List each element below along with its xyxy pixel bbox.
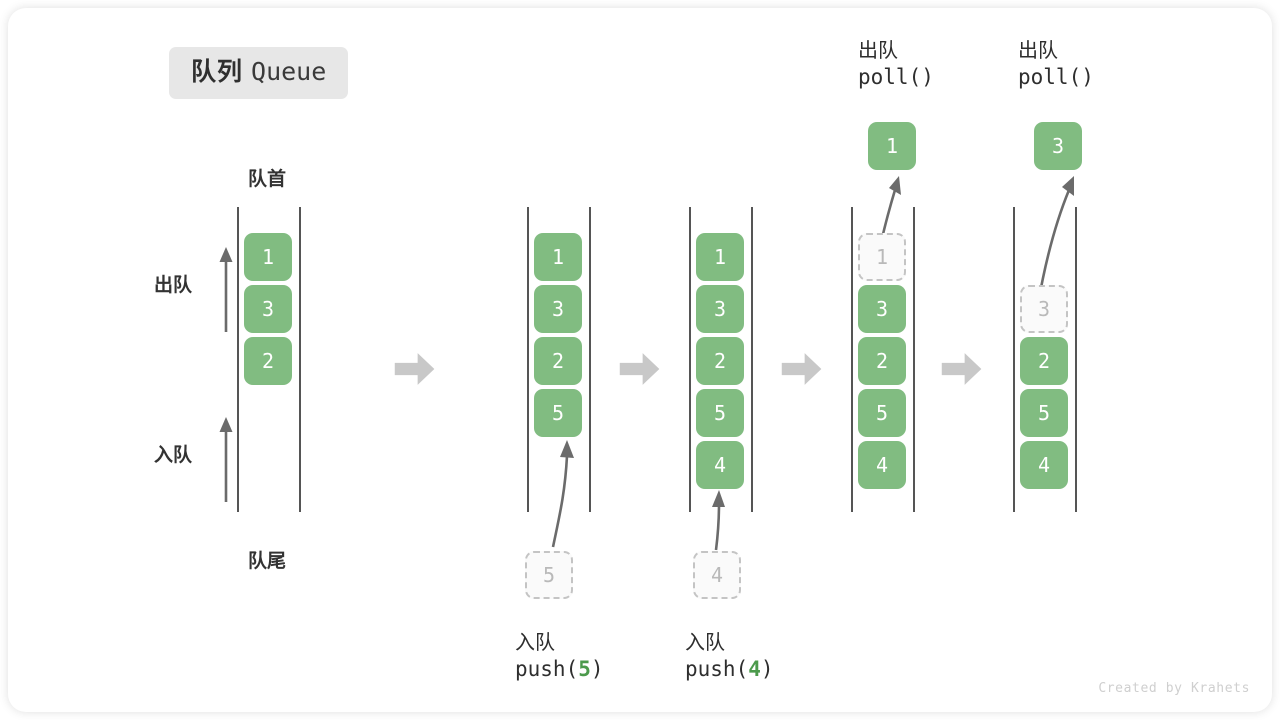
operation-label-cn: 入队 (685, 632, 725, 654)
queue-cell: 2 (858, 337, 906, 385)
operation-label-code: push(5) (515, 656, 604, 684)
operation-label-code: poll() (858, 65, 934, 90)
enqueue-curved-arrow (712, 490, 725, 551)
label-queue-front: 队首 (248, 169, 287, 190)
queue-rail-left (1013, 207, 1015, 512)
queue-cell: 2 (696, 337, 744, 385)
queue-cell: 1 (534, 233, 582, 281)
queue-rail-left (527, 207, 529, 512)
queue-cell: 5 (696, 389, 744, 437)
label-enqueue: 入队 (154, 445, 193, 466)
operation-label-push4: 入队 push(4) (685, 630, 774, 684)
polled-result-cell: 1 (868, 122, 916, 170)
queue-cell: 2 (244, 337, 292, 385)
operation-label-poll-2: 出队 poll() (1018, 38, 1094, 92)
operation-label-cn: 入队 (515, 632, 555, 654)
enqueue-curved-arrow (551, 440, 574, 548)
queue-rail-right (299, 207, 301, 512)
queue-cell: 2 (534, 337, 582, 385)
flow-arrow-icon (941, 353, 982, 385)
queue-rail-left (689, 207, 691, 512)
queue-cell: 3 (244, 285, 292, 333)
title-chinese: 队列 (191, 58, 244, 86)
queue-rail-left (237, 207, 239, 512)
push-close-paren: ) (590, 657, 604, 682)
push-fn-text: push( (515, 657, 579, 682)
operation-label-push5: 入队 push(5) (515, 630, 604, 684)
queue-rail-right (589, 207, 591, 512)
operation-label-cn: 出队 (858, 40, 898, 62)
queue-cell: 1 (244, 233, 292, 281)
title-english: Queue (251, 57, 327, 86)
push-arg-value: 4 (748, 657, 761, 682)
push-fn-text: push( (685, 657, 749, 682)
incoming-element-ghost: 5 (525, 551, 573, 599)
queue-cell: 2 (1020, 337, 1068, 385)
flow-arrow-icon (619, 353, 660, 385)
flow-arrow-icon (394, 353, 435, 385)
queue-rail-right (913, 207, 915, 512)
queue-cell: 4 (858, 441, 906, 489)
label-dequeue: 出队 (154, 275, 193, 296)
push-arg-value: 5 (578, 657, 591, 682)
queue-cell: 3 (696, 285, 744, 333)
operation-label-code: push(4) (685, 656, 774, 684)
leaving-element-ghost: 1 (858, 233, 906, 281)
queue-rail-left (851, 207, 853, 512)
queue-cell: 5 (534, 389, 582, 437)
queue-cell: 1 (696, 233, 744, 281)
flow-arrow-icon (781, 353, 822, 385)
label-queue-rear: 队尾 (248, 551, 287, 572)
queue-cell: 4 (1020, 441, 1068, 489)
incoming-element-ghost: 4 (693, 551, 741, 599)
queue-cell: 3 (534, 285, 582, 333)
queue-rail-right (1075, 207, 1077, 512)
operation-label-code: poll() (1018, 65, 1094, 90)
polled-result-cell: 3 (1034, 122, 1082, 170)
enqueue-direction-arrow (219, 417, 233, 502)
queue-cell: 5 (858, 389, 906, 437)
leaving-element-ghost: 3 (1020, 285, 1068, 333)
queue-cell: 4 (696, 441, 744, 489)
queue-rail-right (751, 207, 753, 512)
queue-cell: 5 (1020, 389, 1068, 437)
operation-label-cn: 出队 (1018, 40, 1058, 62)
queue-cell: 3 (858, 285, 906, 333)
push-close-paren: ) (760, 657, 774, 682)
dequeue-direction-arrow (219, 247, 233, 332)
credit-text: Created by Krahets (1098, 681, 1250, 696)
operation-label-poll-1: 出队 poll() (858, 38, 934, 92)
